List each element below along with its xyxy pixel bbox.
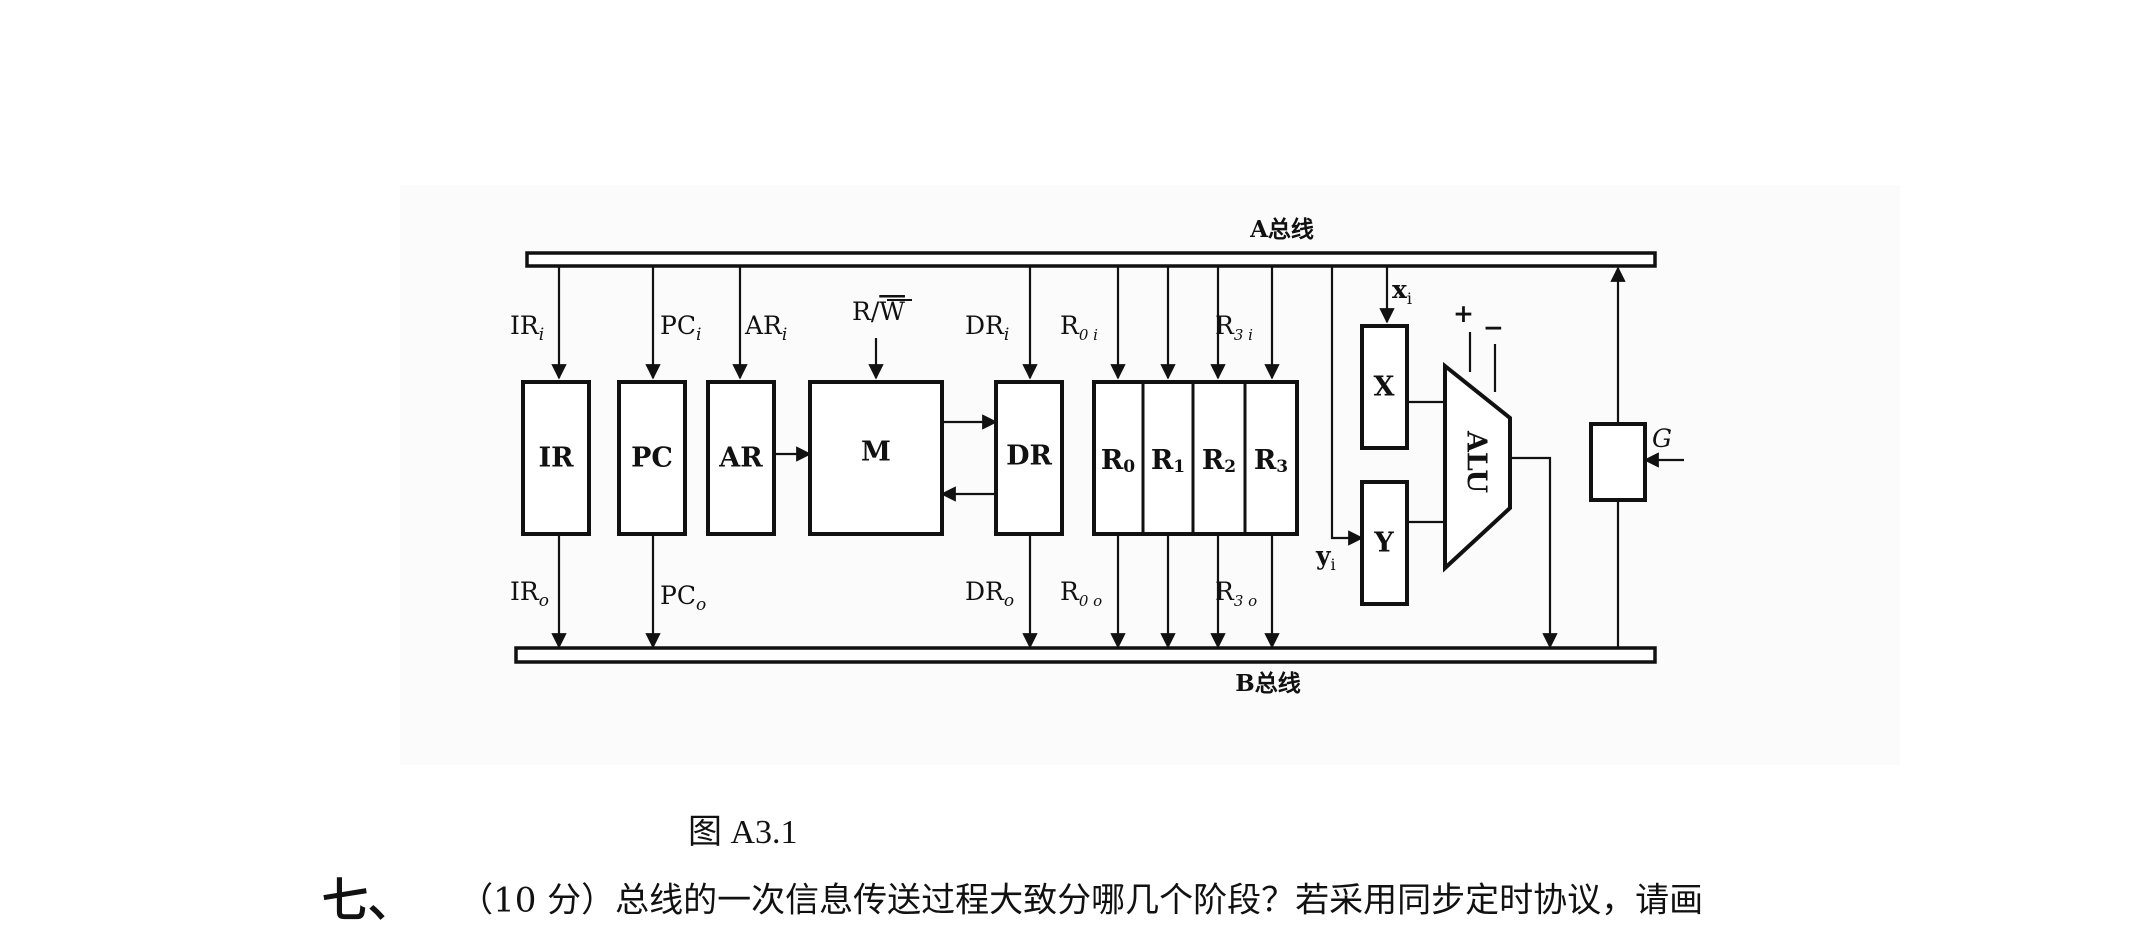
question-text: （10 分）总线的一次信息传送过程大致分哪几个阶段？若采用同步定时协议，请画: [459, 880, 1704, 921]
question-line: 七、 （10 分）总线的一次信息传送过程大致分哪几个阶段？若采用同步定时协议，请…: [322, 864, 1703, 930]
pc-out-label: PCo: [660, 581, 706, 615]
b-bus-label: B总线: [1235, 670, 1300, 697]
register-file: [1092, 380, 1299, 536]
r3-register-label: R3: [1254, 445, 1288, 478]
g-register: [1589, 422, 1647, 502]
y-in-wire: [1330, 266, 1364, 546]
x-register: [1360, 324, 1409, 450]
y-register: [1360, 480, 1409, 606]
x-register-label: X: [1374, 372, 1395, 403]
ar-in-label: ARi: [744, 311, 787, 345]
figure-caption: 图 A3.1: [688, 814, 798, 851]
pc-in-label: PCi: [660, 311, 701, 345]
memory-block: [808, 380, 944, 536]
y-register-label: Y: [1373, 528, 1394, 559]
ir-out-label: IRo: [510, 577, 549, 611]
g-control-label: G: [1652, 424, 1672, 453]
r0-register-label: R0: [1101, 445, 1135, 478]
ar-register: [706, 380, 776, 536]
cpu-datapath-diagram: A总线 B总线 IR PC AR M DR R0 R1 R2: [510, 216, 1684, 697]
alu-plus-label: +: [1453, 299, 1474, 328]
ir-register-label: IR: [538, 443, 574, 474]
b-bus: [514, 646, 1657, 664]
dr-out-label: DRo: [965, 577, 1014, 611]
ir-register: [521, 380, 591, 536]
a-bus-label: A总线: [1249, 216, 1314, 243]
alu-minus-label: −: [1483, 313, 1504, 342]
dr-register-label: DR: [1006, 441, 1052, 472]
x-in-label: xi: [1392, 275, 1412, 308]
alu-out-wire: [1510, 456, 1558, 649]
y-in-label: yi: [1315, 541, 1336, 574]
r1-register-label: R1: [1151, 445, 1185, 478]
dr-register: [994, 380, 1064, 536]
ar-register-label: AR: [718, 443, 763, 474]
r0-in-label: R0 i: [1060, 311, 1098, 344]
ir-in-label: IRi: [510, 311, 544, 345]
dr-in-label: DRi: [965, 311, 1009, 345]
r0-out-label: R0 o: [1060, 577, 1102, 610]
a-bus: [525, 251, 1657, 268]
pc-register-label: PC: [631, 443, 673, 474]
alu-block-label: ALU: [1461, 430, 1492, 493]
rw-label: R/W: [852, 297, 905, 326]
r3-in-label: R3 i: [1215, 311, 1253, 344]
memory-block-label: M: [861, 437, 891, 468]
pc-register: [617, 380, 687, 536]
r2-register-label: R2: [1202, 445, 1236, 478]
r3-out-label: R3 o: [1215, 577, 1257, 610]
question-number: 七、: [322, 873, 414, 927]
alu-block: [1443, 361, 1512, 573]
